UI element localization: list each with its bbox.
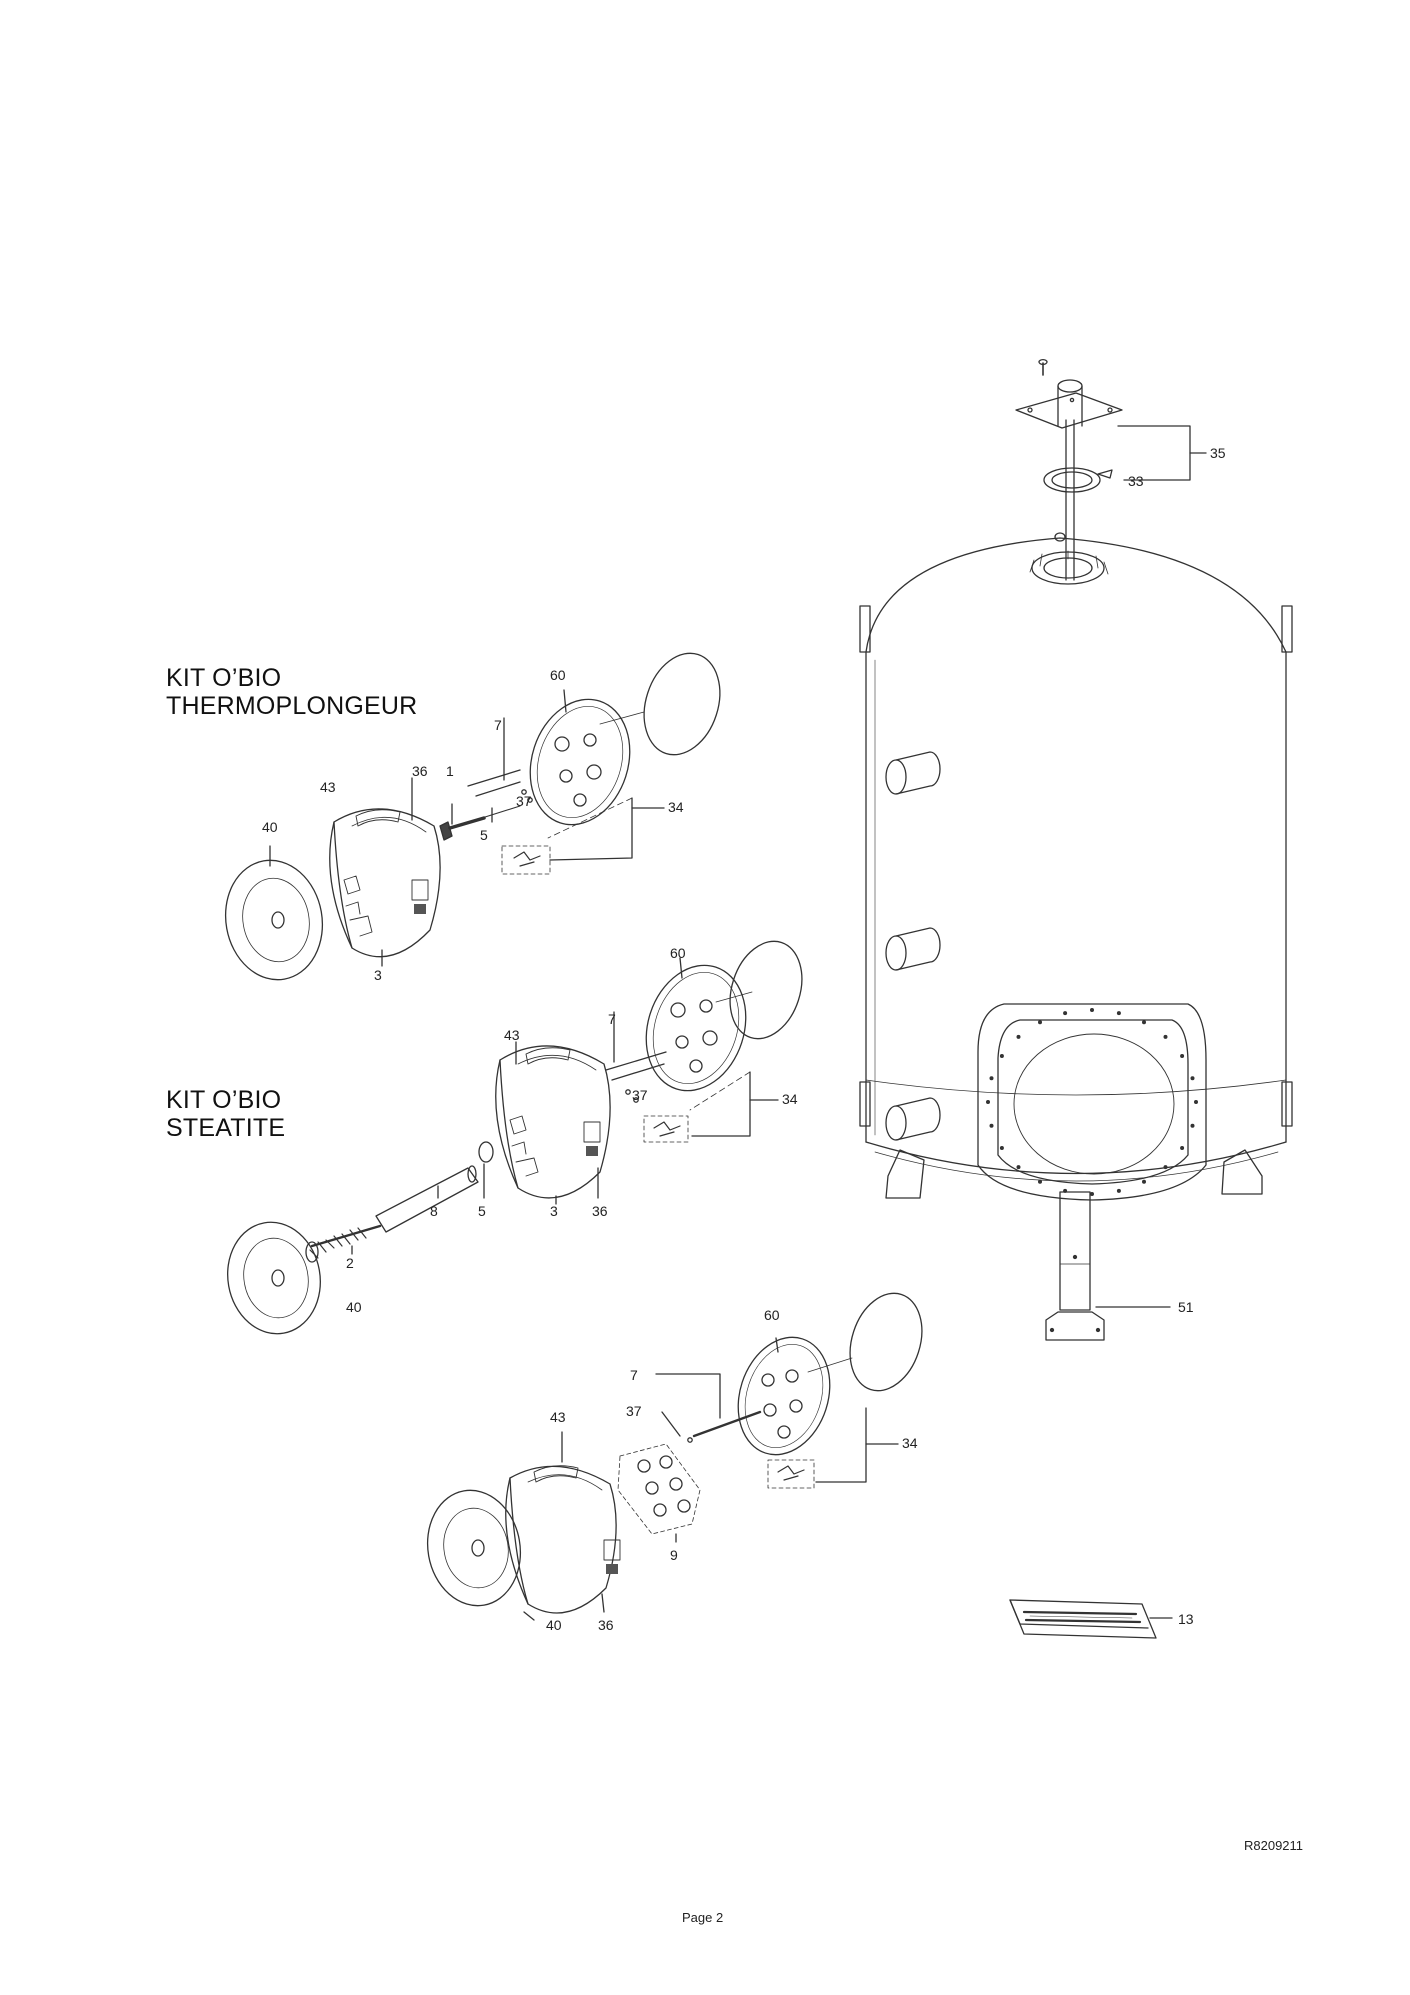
flange-bolt-hole [1194, 1100, 1198, 1104]
kit-thermoplongeur-title-line2: THERMOPLONGEUR [166, 692, 418, 720]
kit-steatite-title: KIT O’BIO STEATITE [166, 1086, 285, 1142]
callout-k3-60: 60 [764, 1307, 780, 1323]
flange-bolt-hole [1180, 1146, 1185, 1150]
callout-k2-34: 34 [782, 1091, 798, 1107]
kit-thermoplongeur-title-line1: KIT O’BIO [166, 664, 282, 692]
callout-k2-2: 2 [346, 1255, 354, 1271]
callout-33: 33 [1128, 473, 1144, 489]
gasket-part-33 [1043, 467, 1113, 493]
flange-bolt-hole [1116, 1188, 1121, 1193]
kit-thermoplongeur-title: KIT O’BIO THERMOPLONGEUR [166, 664, 417, 720]
callout-k2-60: 60 [670, 945, 686, 961]
callout-k1-7: 7 [494, 717, 502, 733]
callout-k2-5: 5 [478, 1203, 486, 1219]
callout-k2-40: 40 [346, 1299, 362, 1315]
top-dome-fitting [1029, 532, 1109, 585]
callout-k3-37: 37 [626, 1403, 642, 1419]
flange-bolt-hole [1180, 1054, 1185, 1058]
flange-bolt-hole [989, 1076, 994, 1081]
callout-k3-34: 34 [902, 1435, 918, 1451]
kit2-steatite-parts [227, 940, 803, 1335]
callout-k3-7: 7 [630, 1367, 638, 1383]
kit3-parts [426, 1292, 923, 1621]
callout-k2-8: 8 [430, 1203, 438, 1219]
callout-51: 51 [1178, 1299, 1194, 1315]
flange-bolt-hole [1016, 1165, 1021, 1170]
callout-k3-36: 36 [598, 1617, 614, 1633]
flange-bolt-hole [989, 1123, 994, 1128]
callout-k3-43: 43 [550, 1409, 566, 1425]
flange-bolt-hole [1142, 1020, 1146, 1025]
callout-labels: 35 33 51 13 60 7 36 1 43 37 34 40 5 3 60… [262, 445, 1226, 1633]
callout-k1-60: 60 [550, 667, 566, 683]
callout-k1-43: 43 [320, 779, 336, 795]
manhole-bolt-holes [986, 1008, 1198, 1196]
kit1-thermoplongeur-parts [224, 652, 721, 981]
drawing-reference: R8209211 [1244, 1838, 1304, 1853]
flange-bolt-hole [1163, 1034, 1168, 1039]
callout-k2-7: 7 [608, 1011, 616, 1027]
callout-13: 13 [1178, 1611, 1194, 1627]
flange-bolt-hole [1116, 1011, 1121, 1016]
callout-k3-9: 9 [670, 1547, 678, 1563]
flange-bolt-hole [1038, 1020, 1042, 1025]
flange-bolt-hole [999, 1146, 1004, 1150]
callout-k1-5: 5 [480, 827, 488, 843]
callout-k2-36: 36 [592, 1203, 608, 1219]
storage-tank [859, 358, 1293, 1341]
stand-part-51 [1045, 1191, 1105, 1341]
callout-k1-34: 34 [668, 799, 684, 815]
flange-bolt-hole [1090, 1192, 1094, 1196]
flange-bolt-hole [1016, 1034, 1021, 1039]
callout-k1-3: 3 [374, 967, 382, 983]
callout-k3-40: 40 [546, 1617, 562, 1633]
callout-k2-3: 3 [550, 1203, 558, 1219]
flange-bolt-hole [999, 1054, 1004, 1058]
flange-bolt-hole [1190, 1123, 1195, 1128]
tank-manhole-flange [977, 1003, 1207, 1201]
document-package-part-13 [1009, 1599, 1173, 1639]
flange-bolt-hole [1142, 1179, 1146, 1184]
top-pipe [1065, 419, 1075, 581]
flange-bolt-hole [1163, 1165, 1168, 1170]
callout-35: 35 [1210, 445, 1226, 461]
callout-k1-36: 36 [412, 763, 428, 779]
flange-bolt-hole [1063, 1011, 1068, 1016]
callout-k2-43: 43 [504, 1027, 520, 1043]
kit-steatite-title-line2: STEATITE [166, 1114, 286, 1142]
flange-bolt-hole [1038, 1179, 1042, 1184]
flange-bolt-hole [1190, 1076, 1195, 1081]
kit-steatite-title-line1: KIT O’BIO [166, 1086, 282, 1114]
flange-bolt-hole [1090, 1008, 1094, 1012]
callout-k1-37: 37 [516, 793, 532, 809]
page-number: Page 2 [682, 1910, 724, 1925]
top-flange-part-35 [1015, 358, 1123, 429]
tank-nozzles [885, 751, 941, 1141]
callout-k2-37: 37 [632, 1087, 648, 1103]
callout-k1-1: 1 [446, 763, 454, 779]
callout-k1-40: 40 [262, 819, 278, 835]
flange-bolt-hole [986, 1100, 990, 1104]
